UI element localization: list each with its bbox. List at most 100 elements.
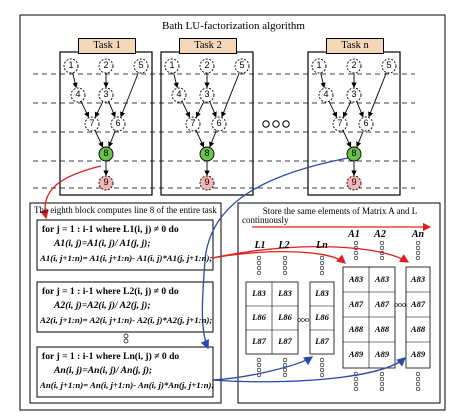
task-ellipsis — [262, 120, 290, 128]
task-n-node-3 — [346, 87, 362, 103]
continuation-dot — [319, 260, 325, 266]
task-n-node-label-3: 3 — [351, 89, 357, 99]
task-2-node-1 — [164, 58, 180, 74]
a-cell: A89 — [374, 349, 390, 359]
code-2-line-3: A2(i, j+1:n)= A2(i, j+1:n)- A2(i, j)*A2(… — [40, 315, 213, 325]
continuation-dot — [319, 270, 325, 276]
task-n-label: Task n — [326, 38, 384, 54]
task-n-node-label-2: 2 — [351, 60, 357, 70]
continuation-dot — [353, 250, 359, 256]
task-1-node-label-8: 8 — [103, 148, 109, 158]
right-panel-frame — [237, 202, 441, 404]
task-1-node-label-7: 7 — [89, 118, 95, 128]
task-n-node-2 — [346, 58, 362, 74]
right-panel-caption-2: continuously — [242, 215, 289, 225]
continuation-dot — [415, 250, 421, 256]
task-1-node-label-2: 2 — [103, 60, 109, 70]
task-1-edge — [94, 130, 104, 148]
l-cell: L86 — [278, 312, 292, 322]
l-cell: L83 — [278, 288, 292, 298]
code-n-line-2: An(i, j)=An(i, j)/ An(j, j); — [54, 365, 153, 376]
task-2-edge — [196, 101, 205, 118]
continuation-dot — [282, 367, 288, 373]
code-1-line-1: for j = 1 : i-1 where L1(i, j) ≠ 0 do — [42, 224, 179, 235]
continuation-dot — [319, 367, 325, 373]
continuation-dot — [282, 255, 288, 261]
task-2-node-label-9: 9 — [204, 177, 210, 187]
continuation-dot — [256, 270, 262, 276]
task-2-edge — [195, 130, 205, 148]
continuation-dot — [319, 362, 325, 368]
a-cell: A83 — [348, 274, 364, 284]
continuation-dot — [282, 372, 288, 378]
task-n-node-label-7: 7 — [337, 118, 343, 128]
task-1-node-label-3: 3 — [103, 89, 109, 99]
continuation-dot — [379, 371, 385, 377]
task-2-edge — [221, 72, 240, 118]
a-cell: A87 — [410, 299, 426, 309]
continuation-dot — [256, 357, 262, 363]
task-2-node-4 — [171, 87, 187, 103]
a-cell: A87 — [374, 299, 390, 309]
code-1-line-2: A1(i, j)=A1(i, j)/ A1(j, j); — [54, 238, 151, 249]
task-2-edge — [173, 72, 179, 89]
continuation-dot — [415, 381, 421, 387]
a-cell: A89 — [410, 349, 426, 359]
a-cell: A88 — [348, 324, 364, 334]
l-cell: L87 — [252, 336, 266, 346]
red-arrow-a1 — [211, 251, 346, 264]
code-block-n-frame — [36, 346, 214, 398]
task-2-node-label-3: 3 — [204, 89, 210, 99]
code-2-line-2: A2(i, j)=A2(i, j)/ A2(j, j); — [54, 300, 151, 311]
task-n-edge — [356, 130, 364, 148]
continuation-dot — [256, 362, 262, 368]
task-n-node-label-5: 5 — [386, 60, 392, 70]
task-1-node-1 — [63, 58, 79, 74]
red-arrow-task1 — [39, 165, 102, 220]
task-2-edge — [181, 101, 190, 118]
task-n-node-4 — [318, 87, 334, 103]
header-An: An — [411, 229, 425, 240]
blue-arrow-an — [211, 357, 406, 383]
a-col-ellipsis: ooo — [394, 300, 406, 309]
continuation-dot — [379, 376, 385, 382]
l-cell: L86 — [315, 312, 329, 322]
task-2-node-2 — [199, 58, 215, 74]
task-2-node-label-7: 7 — [190, 118, 196, 128]
continuation-dot — [319, 265, 325, 271]
task-1-node-label-5: 5 — [138, 60, 144, 70]
task-2-node-label-6: 6 — [216, 118, 222, 128]
continuation-dot — [379, 381, 385, 387]
continuation-dot — [282, 265, 288, 271]
continuation-dot — [353, 255, 359, 261]
continuation-dot — [379, 240, 385, 246]
task-1-node-label-4: 4 — [75, 89, 81, 99]
task-2-node-label-1: 1 — [169, 60, 175, 70]
task-1-node-4 — [70, 87, 86, 103]
task-2-node-3 — [199, 87, 215, 103]
continuation-dot — [379, 245, 385, 251]
continuation-dot — [353, 376, 359, 382]
continuation-dot — [415, 255, 421, 261]
header-A1: A1 — [348, 229, 360, 240]
continuation-dot — [415, 386, 421, 392]
task-1-node-label-9: 9 — [103, 177, 109, 187]
task-n-node-label-6: 6 — [363, 118, 369, 128]
continuation-dot — [379, 255, 385, 261]
task-1-edge — [108, 101, 116, 118]
task-1-edge — [80, 101, 89, 118]
continuation-dot — [353, 381, 359, 387]
a-cell: A88 — [374, 324, 390, 334]
code-1-line-3: A1(i, j+1:n)= A1(i, j+1:n)- A1(i, j)*A1(… — [40, 253, 213, 263]
task-2-node-label-2: 2 — [204, 60, 210, 70]
continuation-dot — [415, 376, 421, 382]
task-1-edge — [120, 72, 139, 118]
code-2-line-1: for j = 1 : i-1 where L2(i, j) ≠ 0 do — [42, 286, 179, 297]
a-cell: A83 — [374, 274, 390, 284]
task-2-node-5 — [234, 58, 250, 74]
continuation-dot — [282, 357, 288, 363]
code-n-line-3: An(i, j+1:n)= An(i, j+1:n)- An(i, j)*An(… — [40, 380, 215, 390]
task-2-node-label-5: 5 — [239, 60, 245, 70]
task-n-node-label-8: 8 — [351, 148, 357, 158]
